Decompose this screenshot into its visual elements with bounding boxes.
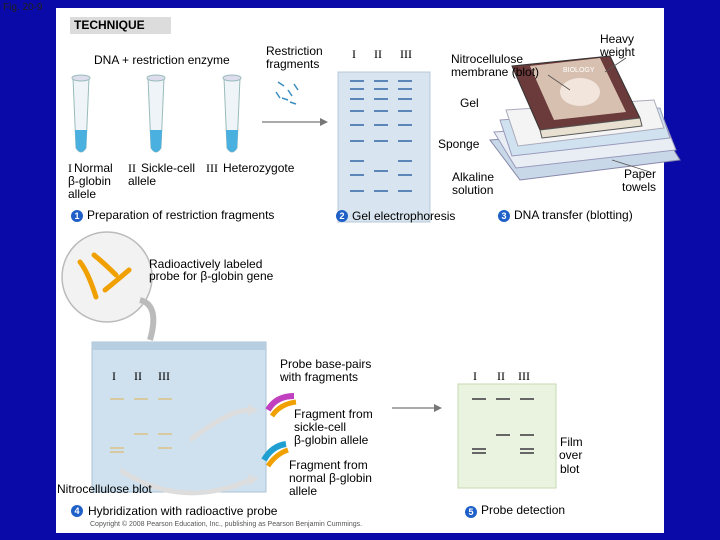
bag-lane-2: II (134, 369, 142, 383)
film-label-line2: over (559, 448, 583, 462)
hybridization-bag (91, 341, 267, 493)
fragments-label-line1: Restriction (266, 44, 323, 58)
copyright: Copyright © 2008 Pearson Education, Inc.… (90, 521, 363, 528)
probe-circle (61, 231, 153, 323)
bag-lane-3: III (158, 369, 170, 383)
gel-lane-2: II (374, 47, 382, 61)
leader-paper (611, 159, 651, 173)
film-label-line3: blot (560, 462, 580, 476)
step4-title: Hybridization with radioactive probe (88, 504, 278, 518)
technique-header: TECHNIQUE (70, 17, 171, 34)
step3-badge: 3 (498, 210, 510, 222)
sponge-label: Sponge (438, 137, 480, 151)
gel-lane-1: I (352, 47, 356, 61)
sample-2-line2: allele (128, 174, 157, 188)
probe-molecules (77, 252, 132, 300)
step1-badge: 1 (71, 210, 83, 222)
gel-lane-3: III (400, 47, 412, 61)
step5-title: Probe detection (481, 503, 566, 517)
step2-title: Gel electrophoresis (352, 209, 456, 223)
bag-lane-1: I (112, 369, 116, 383)
normal-frag-line2: normal β-globin (289, 471, 372, 485)
sample-2-roman: II (128, 161, 136, 175)
pairs-label-line1: Probe base-pairs (280, 357, 372, 371)
step5-badge: 5 (465, 506, 477, 518)
sickle-frag-line3: β-globin allele (294, 433, 369, 447)
arrow-to-sickle (188, 407, 249, 443)
restriction-fragments (275, 81, 299, 105)
normal-frag-line1: Fragment from (289, 458, 368, 472)
step3-title: DNA transfer (blotting) (514, 208, 633, 222)
gel-bands (350, 80, 412, 192)
paper-line1: Paper (624, 167, 657, 181)
heavy-weight-line1: Heavy (600, 32, 635, 46)
film-lane-3: III (518, 369, 530, 383)
film-bands (472, 398, 534, 454)
step2-badge: 2 (336, 210, 348, 222)
sickle-frag-line2: sickle-cell (294, 420, 347, 434)
film-lane-2: II (497, 369, 505, 383)
figure-label: Fig. 20-9 (3, 2, 43, 13)
normal-fragment (261, 441, 289, 468)
sample-2-line1: Sickle-cell (141, 161, 196, 175)
sample-3-roman: III (206, 161, 218, 175)
technique-label: TECHNIQUE (74, 18, 145, 32)
arrow-to-normal (118, 467, 251, 496)
arrow-probe (138, 297, 157, 341)
leader-heavy (604, 57, 627, 73)
leader-membrane (547, 74, 571, 91)
tube-2 (146, 74, 166, 153)
bag-bands (110, 398, 172, 453)
normal-frag-line3: allele (289, 484, 318, 498)
tube-3 (222, 74, 242, 153)
tube-1 (71, 74, 91, 153)
heavy-weight-line2: weight (600, 45, 635, 59)
film-lane-1: I (473, 369, 477, 383)
book-heavy-weight (511, 55, 643, 139)
probe-label-line1: Radioactively labeled (149, 257, 263, 271)
sickle-fragment (265, 393, 297, 418)
alkaline-line2: solution (452, 183, 494, 197)
fragments-label-line2: fragments (266, 57, 320, 71)
book-title: BIOLOGY (563, 67, 595, 74)
enzyme-label: DNA + restriction enzyme (94, 53, 230, 67)
blot-label: Nitrocellulose blot (57, 482, 152, 496)
step1-title: Preparation of restriction fragments (87, 208, 275, 222)
probe-label-line2: probe for β-globin gene (149, 269, 274, 283)
step4-badge: 4 (71, 505, 83, 517)
membrane-line1: Nitrocellulose (451, 52, 524, 66)
alkaline-line1: Alkaline (452, 170, 495, 184)
membrane-line2: membrane (blot) (451, 65, 540, 79)
paper-line2: towels (622, 180, 657, 194)
gel (337, 71, 431, 223)
film-label-line1: Film (560, 435, 583, 449)
sickle-frag-line1: Fragment from (294, 407, 373, 421)
sample-1-line1: Normal (74, 161, 113, 175)
sample-3-line1: Heterozygote (223, 161, 295, 175)
sample-1-roman: I (68, 161, 72, 175)
gel-label: Gel (460, 96, 479, 110)
sample-1-line3: allele (68, 187, 97, 201)
pairs-label-line2: with fragments (280, 370, 359, 384)
sample-1-line2: β-globin (68, 174, 111, 188)
